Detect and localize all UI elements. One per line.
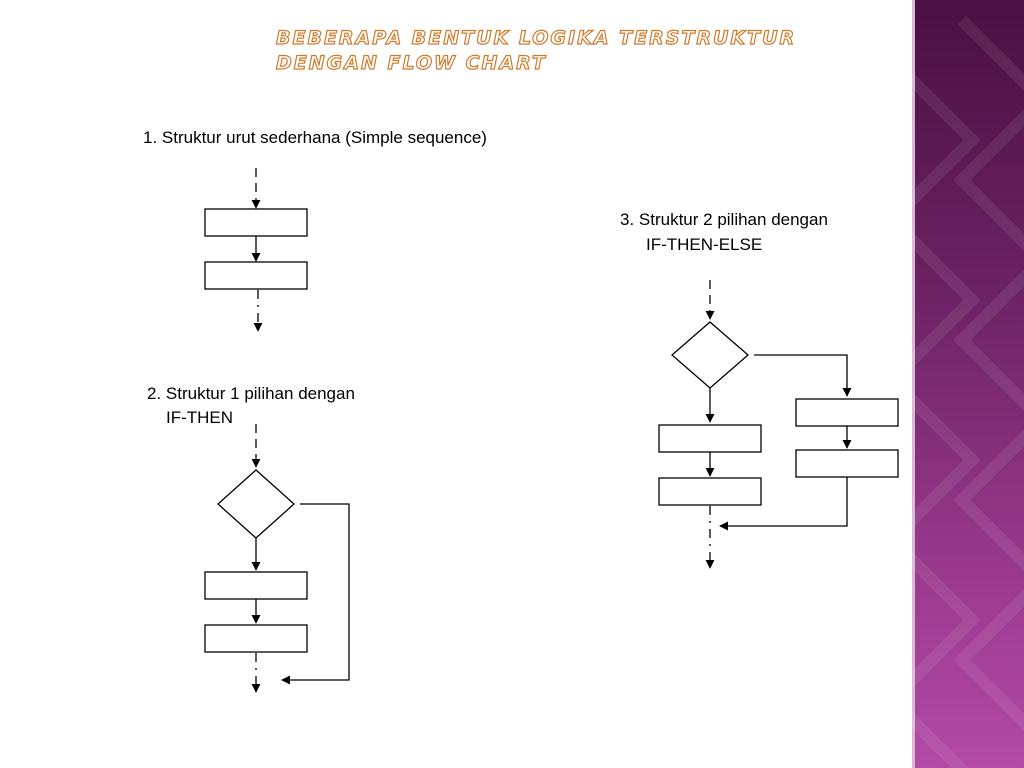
ifelse-else-box-1 xyxy=(795,398,899,427)
ifthen-decision-diamond xyxy=(217,469,295,539)
ifelse-else-branch-arrow xyxy=(754,354,852,397)
slide-title: Beberapa bentuk logika terstruktur denga… xyxy=(275,26,876,76)
sequence-flowchart xyxy=(204,168,308,332)
ifelse-merge-arrow xyxy=(719,477,848,531)
slide-title-line-2: dengan flow chart xyxy=(275,51,547,74)
ifthen-process-box-1 xyxy=(204,571,308,600)
flowchart-diagram xyxy=(204,168,899,693)
ifthen-false-branch-arrow xyxy=(281,503,350,685)
seq-process-box-2 xyxy=(204,261,308,290)
section-2-label-line-2: IF-THEN xyxy=(166,408,234,427)
section-1-label: 1. Struktur urut sederhana (Simple seque… xyxy=(143,128,487,147)
side-band-edge xyxy=(912,0,915,768)
ifelse-decision-diamond xyxy=(671,321,749,389)
section-3-label-line-1: 3. Struktur 2 pilihan dengan xyxy=(620,210,828,229)
seq-process-box-1 xyxy=(204,208,308,237)
ifelse-then-box-2 xyxy=(658,477,762,506)
if-then-else-flowchart xyxy=(658,280,899,569)
ifelse-then-box-1 xyxy=(658,424,762,453)
decorative-side-band xyxy=(912,0,1024,768)
section-3-label-line-2: IF-THEN-ELSE xyxy=(646,235,763,254)
section-2-label-line-1: 2. Struktur 1 pilihan dengan xyxy=(147,384,355,403)
if-then-flowchart xyxy=(204,424,350,693)
ifelse-else-box-2 xyxy=(795,449,899,478)
slide-title-line-1: Beberapa bentuk logika terstruktur xyxy=(275,26,797,49)
ifthen-process-box-2 xyxy=(204,624,308,653)
side-band-pattern xyxy=(912,15,1024,768)
